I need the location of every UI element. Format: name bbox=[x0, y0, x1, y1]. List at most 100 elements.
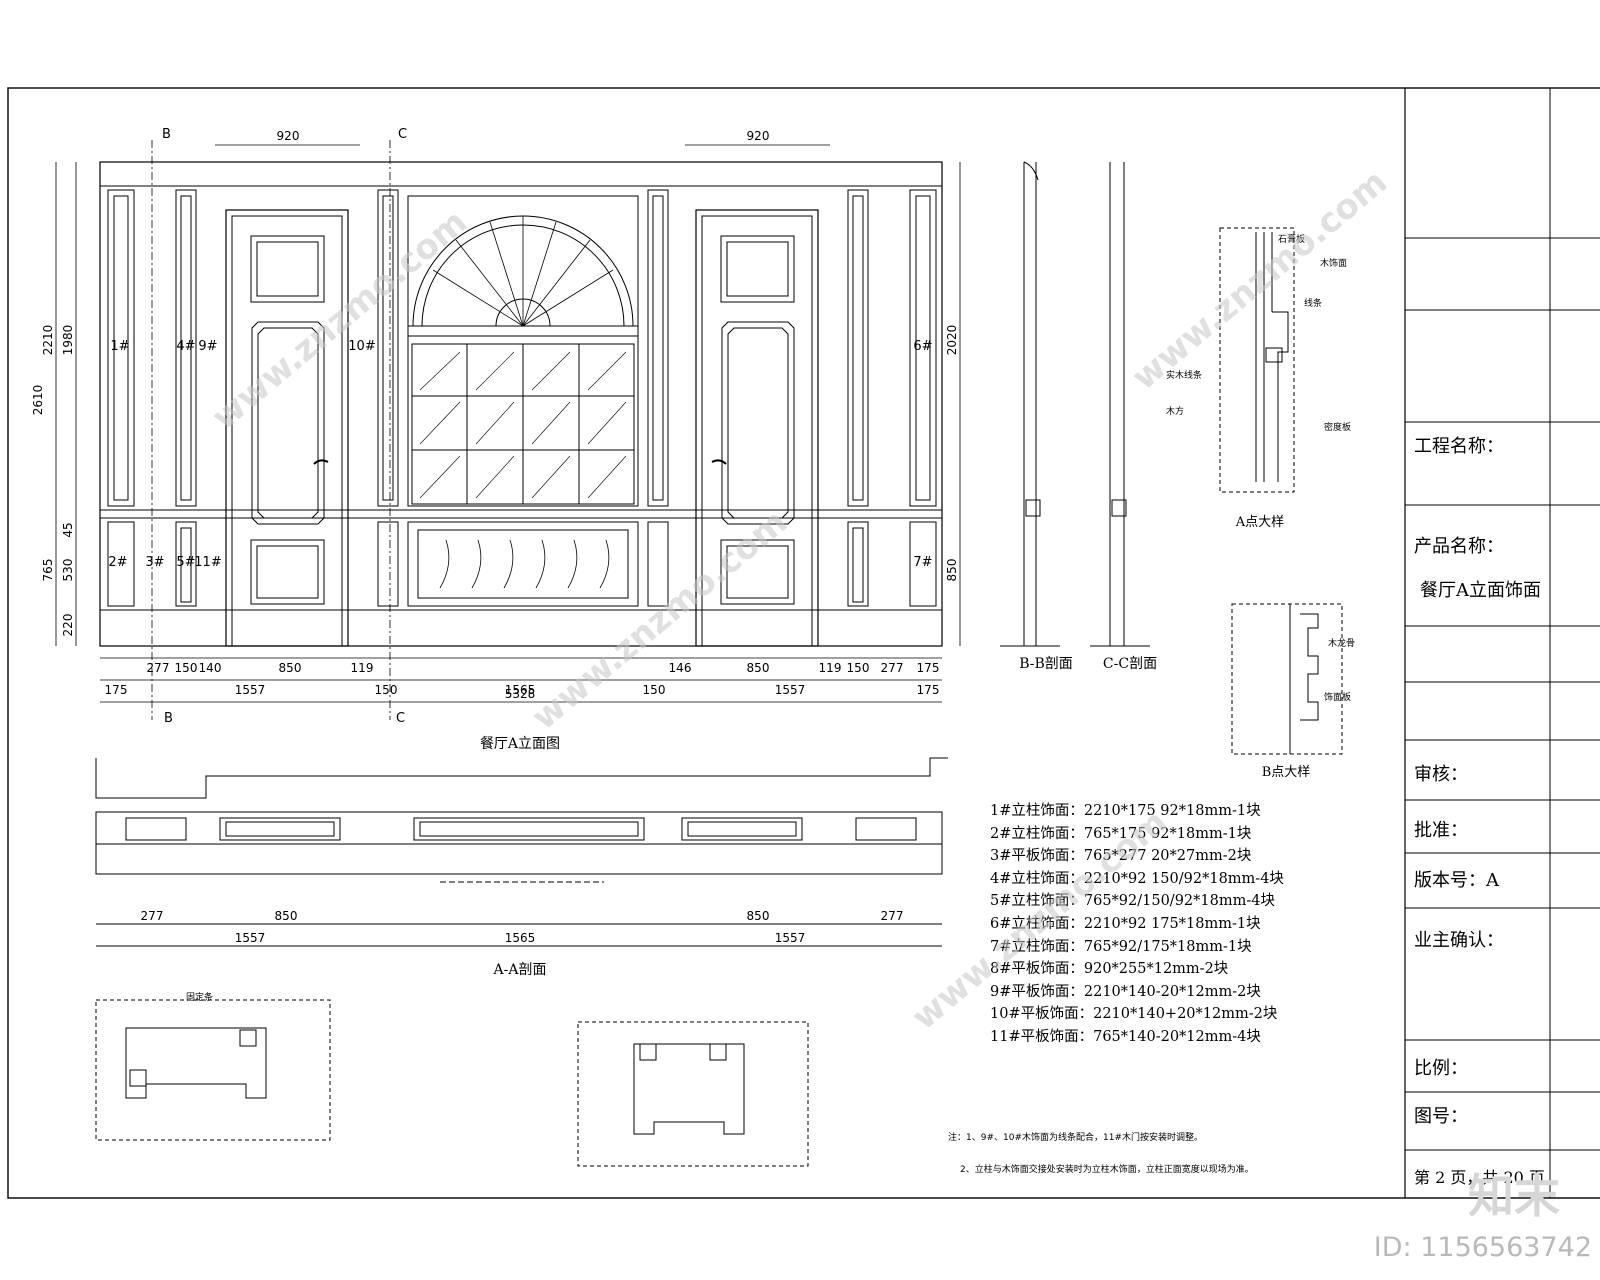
title-section-bb: B-B剖面 bbox=[1019, 656, 1073, 672]
section-mark-c-bottom: C bbox=[396, 711, 405, 726]
dim-right-2: 850 bbox=[945, 559, 959, 582]
note-8: 8#平板饰面：920*255*12mm-2块 bbox=[990, 961, 1229, 978]
panel-labels: 1# 2# 3# 4# 5# 6# 7# 9# 10# 11# bbox=[108, 339, 932, 570]
side-sections bbox=[1000, 161, 1150, 647]
panel-label-5: 5# bbox=[176, 555, 195, 570]
dim-left-1: 2210 bbox=[41, 325, 55, 356]
footnote-2: 2、立柱与木饰面交接处安装时为立柱木饰面，立柱正面宽度以现场为准。 bbox=[960, 1165, 1254, 1175]
note-7: 7#立柱饰面：765*92/175*18mm-1块 bbox=[990, 938, 1252, 955]
panel-label-10: 10# bbox=[348, 339, 375, 354]
tb-scale: 比例： bbox=[1414, 1058, 1468, 1079]
tb-product: 产品名称： bbox=[1414, 536, 1504, 557]
panel-label-7: 7# bbox=[913, 555, 932, 570]
dim-bottom-3: 140 bbox=[199, 661, 222, 675]
elevation-dim-text: 277 150 140 850 119 146 850 119 150 277 … bbox=[31, 129, 959, 701]
tb-approve: 批准： bbox=[1414, 820, 1468, 841]
dim-bottom-1: 277 bbox=[147, 661, 170, 675]
dim-right-1: 2020 bbox=[945, 325, 959, 356]
dim-left-7: 220 bbox=[61, 614, 75, 637]
panel-label-3: 3# bbox=[145, 555, 164, 570]
detail-label-5: 实木线条 bbox=[1166, 371, 1203, 381]
detail-label-1: 石膏板 bbox=[1278, 235, 1306, 245]
detail-label-4: 密度板 bbox=[1324, 423, 1352, 433]
elevation-view bbox=[99, 161, 943, 647]
dim-bottom-4: 850 bbox=[279, 661, 302, 675]
plan-section-aa bbox=[95, 757, 948, 947]
dim-row2-3: 150 bbox=[375, 683, 398, 697]
title-section-cc: C-C剖面 bbox=[1103, 656, 1157, 672]
sheet-border bbox=[7, 87, 1600, 1199]
panel-label-11: 11# bbox=[194, 555, 221, 570]
detail-label-8: 饰面板 bbox=[1324, 693, 1352, 703]
title-section-aa: A-A剖面 bbox=[493, 962, 547, 978]
section-markers: B C B C bbox=[162, 127, 407, 726]
detail-label-2: 木饰面 bbox=[1320, 259, 1348, 269]
section-mark-c-top: C bbox=[398, 127, 407, 142]
dim-row2-7: 175 bbox=[917, 683, 940, 697]
tb-page: 第 2 页，共 20 页 bbox=[1414, 1168, 1545, 1187]
brand-logo: 知末 bbox=[1468, 1169, 1560, 1223]
detail-label-3: 线条 bbox=[1304, 299, 1323, 309]
plan-dim-4: 277 bbox=[881, 909, 904, 923]
dim-bottom-2: 150 bbox=[175, 661, 198, 675]
panel-label-2: 2# bbox=[108, 555, 127, 570]
elevation-dimensions bbox=[55, 140, 961, 720]
title-block-rows bbox=[1405, 237, 1600, 1151]
plan-dim-5: 1557 bbox=[235, 931, 266, 945]
plan-details bbox=[95, 999, 809, 1167]
note-1: 1#立柱饰面：2210*175 92*18mm-1块 bbox=[990, 803, 1261, 819]
tb-product-value: 餐厅A立面饰面 bbox=[1420, 580, 1541, 601]
dim-bottom-8: 119 bbox=[819, 661, 842, 675]
section-mark-b-top: B bbox=[162, 127, 171, 142]
dim-left-5: 530 bbox=[61, 559, 75, 582]
plan-dim-1: 277 bbox=[141, 909, 164, 923]
tb-owner: 业主确认： bbox=[1414, 930, 1504, 951]
dim-top-right: 920 bbox=[747, 129, 770, 143]
dim-left-2: 1980 bbox=[61, 325, 75, 356]
material-notes: 1#立柱饰面：2210*175 92*18mm-1块 2#立柱饰面：765*17… bbox=[990, 800, 1284, 1049]
plan-dim-2: 850 bbox=[275, 909, 298, 923]
panel-label-1: 1# bbox=[110, 339, 129, 354]
dim-left-6: 45 bbox=[61, 522, 75, 537]
panel-label-9: 9# bbox=[198, 339, 217, 354]
dim-row2-6: 1557 bbox=[775, 683, 806, 697]
dim-bottom-11: 175 bbox=[917, 661, 940, 675]
detail-b bbox=[1231, 603, 1343, 755]
detail-a bbox=[1219, 227, 1295, 493]
detail-label-9: 固定条 bbox=[186, 993, 214, 1003]
dim-bottom-5: 119 bbox=[351, 661, 374, 675]
dim-bottom-7: 850 bbox=[747, 661, 770, 675]
note-10: 10#平板饰面：2210*140+20*12mm-2块 bbox=[990, 1006, 1278, 1023]
plan-dim-6: 1565 bbox=[505, 931, 536, 945]
panel-label-4: 4# bbox=[176, 339, 195, 354]
dim-left-3: 2610 bbox=[31, 385, 45, 416]
dim-row2-5: 150 bbox=[643, 683, 666, 697]
title-detail-b: B点大样 bbox=[1262, 765, 1311, 780]
note-6: 6#立柱饰面：2210*92 175*18mm-1块 bbox=[990, 915, 1261, 932]
title-elevation: 餐厅A立面图 bbox=[480, 736, 560, 752]
note-3: 3#平板饰面：765*277 20*27mm-2块 bbox=[990, 848, 1252, 865]
detail-label-6: 木方 bbox=[1166, 407, 1185, 417]
section-mark-b-bottom: B bbox=[164, 711, 173, 726]
panel-label-6: 6# bbox=[913, 339, 932, 354]
footnote-1: 注：1、9#、10#木饰面为线条配合，11#木门按安装时调整。 bbox=[948, 1133, 1203, 1143]
note-9: 9#平板饰面：2210*140-20*12mm-2块 bbox=[990, 983, 1261, 1000]
detail-label-7: 木龙骨 bbox=[1328, 639, 1356, 649]
image-id: ID: 1156563742 bbox=[1373, 1232, 1592, 1263]
dim-bottom-6: 146 bbox=[669, 661, 692, 675]
note-2: 2#立柱饰面：765*175 92*18mm-1块 bbox=[990, 825, 1252, 842]
plan-dim-3: 850 bbox=[747, 909, 770, 923]
note-4: 4#立柱饰面：2210*92 150/92*18mm-4块 bbox=[990, 870, 1284, 887]
dim-row2-1: 175 bbox=[105, 683, 128, 697]
dim-total: 5328 bbox=[505, 687, 536, 701]
dim-top-left: 920 bbox=[277, 129, 300, 143]
note-5: 5#立柱饰面：765*92/150/92*18mm-4块 bbox=[990, 893, 1275, 910]
dim-row2-4: 1565 bbox=[505, 683, 536, 697]
note-11: 11#平板饰面：765*140-20*12mm-4块 bbox=[990, 1028, 1261, 1045]
tb-drawing-no: 图号： bbox=[1414, 1106, 1468, 1127]
tb-project: 工程名称： bbox=[1414, 436, 1504, 457]
tb-review: 审核： bbox=[1414, 764, 1468, 785]
tb-version: 版本号：A bbox=[1414, 870, 1499, 891]
dim-row2-2: 1557 bbox=[235, 683, 266, 697]
